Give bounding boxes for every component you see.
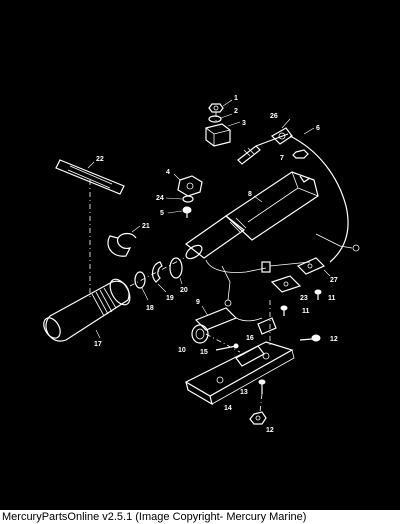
- part-18-handle-grip[interactable]: [40, 276, 133, 342]
- part-9-switch[interactable]: [194, 307, 263, 331]
- part-21-o-ring[interactable]: [169, 257, 183, 279]
- part-6-throttle-cable[interactable]: [237, 133, 349, 263]
- part-11-screw-upper[interactable]: [314, 289, 322, 300]
- callout-18: 17: [94, 341, 102, 348]
- callout-16: 15: [200, 349, 208, 356]
- part-14-screw[interactable]: [258, 379, 266, 394]
- callout-6: 6: [316, 125, 320, 132]
- part-1-nut[interactable]: [208, 103, 224, 113]
- callout-22: 21: [142, 223, 150, 230]
- part-2-washer[interactable]: [208, 115, 222, 123]
- part-12-screw[interactable]: [299, 334, 321, 342]
- part-8-control-shaft[interactable]: [184, 171, 319, 261]
- callout-25: 24: [156, 195, 164, 202]
- callout-27: 27: [330, 277, 338, 284]
- part-3-clamp[interactable]: [205, 123, 231, 147]
- callout-12: 12: [330, 336, 338, 343]
- part-25-washer[interactable]: [182, 195, 194, 203]
- callout-3: 3: [242, 120, 246, 127]
- part-19-o-ring[interactable]: [134, 271, 146, 289]
- callout-11-lower: 11: [302, 308, 310, 315]
- part-16-pin[interactable]: [215, 343, 239, 351]
- callout-5: 5: [160, 210, 164, 217]
- callout-10: 10: [178, 347, 186, 354]
- exploded-parts-diagram: 1 2 3 26 6: [40, 95, 360, 434]
- callout-11-upper: 11: [328, 295, 336, 302]
- part-23-decal[interactable]: [55, 159, 125, 195]
- callout-15: 14: [224, 405, 232, 412]
- callout-17: 16: [246, 335, 254, 342]
- callout-20: 19: [166, 295, 174, 302]
- part-7-nut[interactable]: [292, 149, 309, 159]
- callout-14: 13: [240, 389, 248, 396]
- callout-9: 9: [196, 299, 200, 306]
- copyright-caption: MercuryPartsOnline v2.5.1 (Image Copyrig…: [0, 510, 400, 524]
- part-26-cable-clip[interactable]: [271, 127, 293, 145]
- part-27-bracket[interactable]: [296, 257, 326, 275]
- part-24-plate[interactable]: [270, 275, 302, 293]
- callout-2: 2: [234, 108, 238, 115]
- part-10-knob[interactable]: [191, 324, 209, 344]
- part-20-clip[interactable]: [151, 261, 163, 283]
- part-13-nut[interactable]: [249, 411, 267, 425]
- callout-8: 8: [248, 191, 252, 198]
- callout-23: 22: [96, 156, 104, 163]
- wire-harness[interactable]: [205, 233, 360, 307]
- callout-13: 12: [266, 427, 274, 434]
- part-11-screw-lower[interactable]: [280, 305, 288, 316]
- callout-24: 23: [300, 295, 308, 302]
- part-17-spacer[interactable]: [257, 317, 277, 335]
- callout-4: 4: [166, 169, 170, 176]
- callout-21: 20: [180, 287, 188, 294]
- part-4-friction-knob[interactable]: [177, 175, 203, 197]
- part-5-screw[interactable]: [182, 206, 192, 218]
- callout-7: 7: [280, 155, 284, 162]
- part-15-lever-housing[interactable]: [184, 341, 295, 406]
- callout-1: 1: [234, 95, 238, 102]
- callout-19: 18: [146, 305, 154, 312]
- callout-26: 26: [270, 113, 278, 120]
- part-22-retainer[interactable]: [107, 232, 137, 257]
